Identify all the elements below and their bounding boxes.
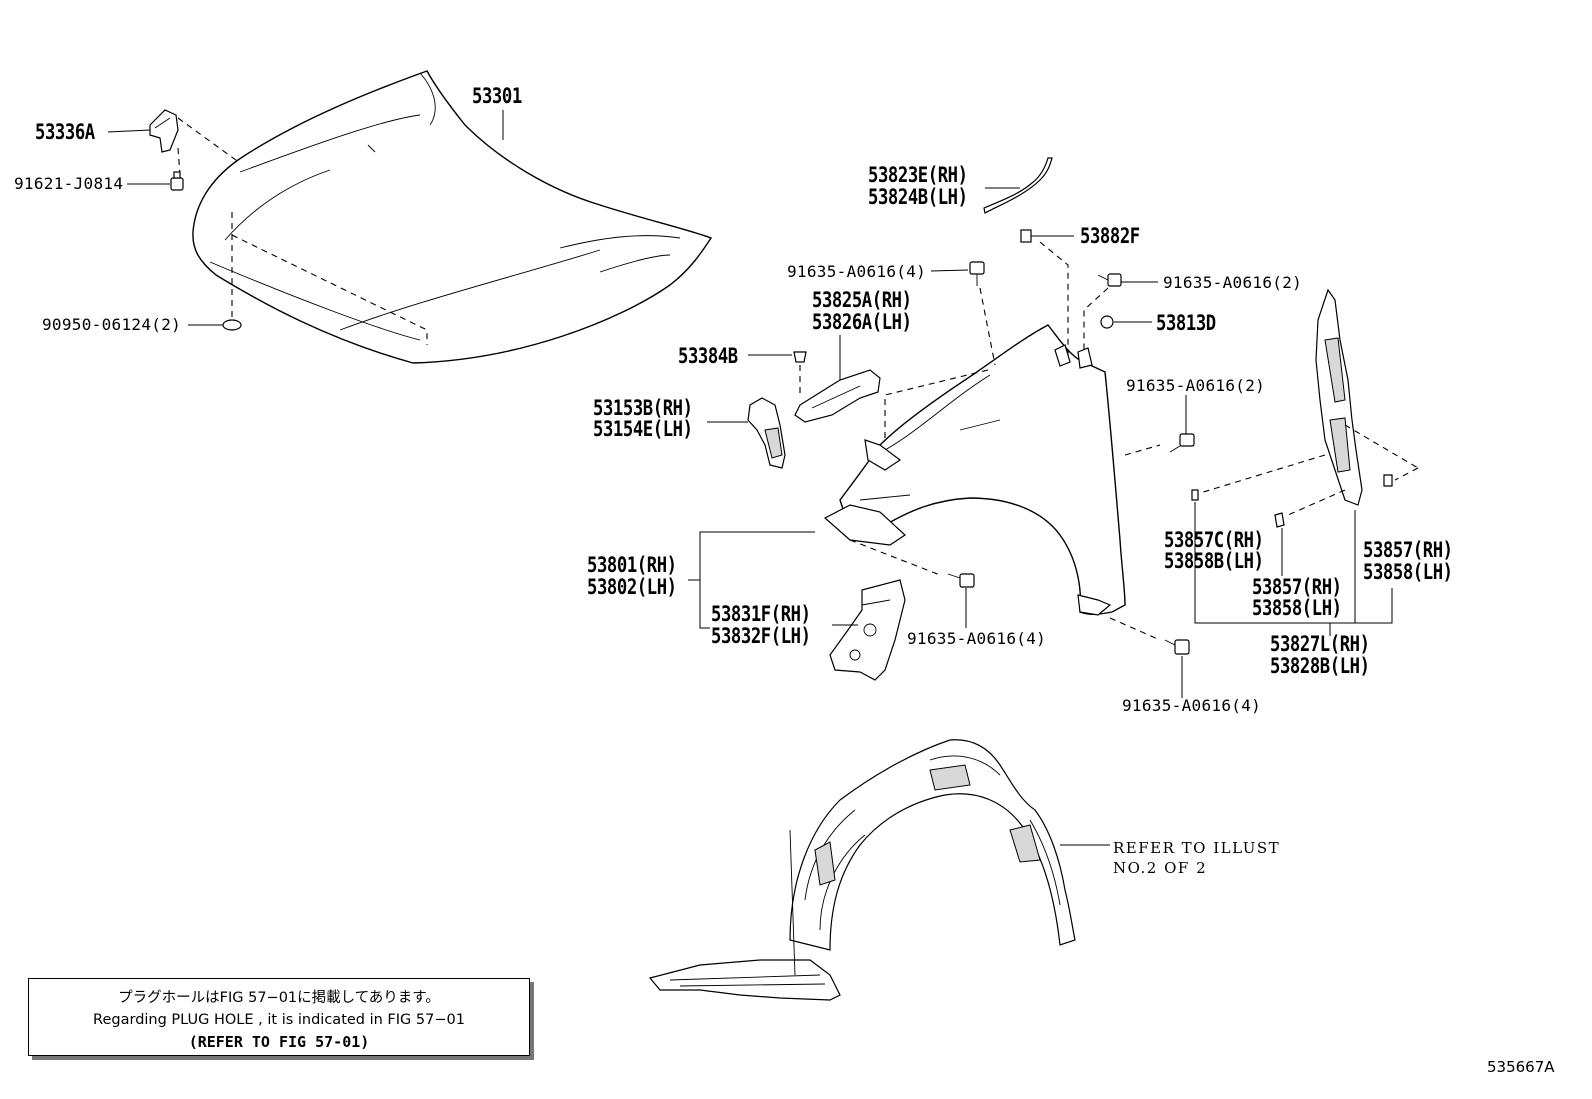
fender-seal-front	[747, 397, 786, 469]
refer-illust-line2: NO.2 OF 2	[1113, 859, 1208, 877]
part-label: 53336A	[35, 120, 95, 144]
part-label: 91635-A0616(2)	[1163, 273, 1303, 292]
seal-clip-b	[1274, 512, 1285, 528]
refer-illust-line1: REFER TO ILLUST	[1113, 839, 1281, 857]
part-label: 53858(LH)	[1363, 560, 1453, 584]
part-label: 53882F	[1080, 224, 1140, 248]
part-label: 91635-A0616(2)	[1126, 376, 1266, 395]
part-label: 53301	[472, 84, 522, 108]
part-label: 53832F(LH)	[711, 624, 811, 648]
hood-side-seal	[1315, 288, 1363, 506]
seal-clip-c	[1383, 474, 1393, 487]
part-label: 53824B(LH)	[868, 185, 968, 209]
fender-clip	[1020, 229, 1032, 243]
part-label: 53857(RH)	[1363, 538, 1453, 562]
part-label: 91635-A0616(4)	[1122, 696, 1262, 715]
notice-english: Regarding PLUG HOLE , it is indicated in…	[93, 1012, 465, 1028]
part-label: 90950-06124(2)	[42, 315, 182, 334]
front-fender-panel	[823, 324, 1126, 616]
hood-hinge-bracket	[149, 109, 179, 153]
notice-reference: (REFER TO FIG 57-01)	[188, 1033, 370, 1051]
part-label: 53801(RH)	[587, 553, 677, 577]
part-label: 53823E(RH)	[868, 163, 968, 187]
seal-clip-a	[1191, 489, 1199, 501]
fender-bolt-lower	[947, 573, 975, 588]
notice-japanese: プラグホールはFIG 57−01に掲載してあります。	[118, 990, 440, 1006]
part-label: 53827L(RH)	[1270, 632, 1370, 656]
fender-bolt-top-a	[969, 261, 985, 286]
fender-bracket-lower	[829, 579, 906, 681]
part-label: 91635-A0616(4)	[907, 629, 1047, 648]
part-label: 53154E(LH)	[593, 417, 693, 441]
hood-panel	[192, 70, 713, 364]
fender-liner	[648, 739, 1076, 1001]
fender-bracket-upper	[794, 369, 881, 423]
part-label: 53153B(RH)	[593, 396, 693, 420]
part-label: 91621-J0814	[14, 174, 124, 193]
fender-grommet	[1100, 315, 1114, 329]
fender-weatherstrip	[983, 157, 1053, 214]
part-label: 53858(LH)	[1252, 596, 1342, 620]
part-label: 53831F(RH)	[711, 602, 811, 626]
part-label: 53857C(RH)	[1164, 528, 1264, 552]
figure-number: 535667A	[1487, 1058, 1555, 1076]
part-label: 53384B	[678, 344, 738, 368]
fender-bolt-top-b	[1097, 273, 1122, 287]
part-label: 53826A(LH)	[812, 310, 912, 334]
fender-bolt-rear	[1164, 639, 1190, 655]
part-label: 53828B(LH)	[1270, 654, 1370, 678]
fender-clip-small	[793, 351, 807, 363]
plug-hole-cap	[222, 319, 242, 331]
part-label: 91635-A0616(4)	[787, 262, 927, 281]
part-label: 53825A(RH)	[812, 288, 912, 312]
part-label: 53813D	[1156, 311, 1216, 335]
part-label: 53802(LH)	[587, 575, 677, 599]
part-label: 53858B(LH)	[1164, 549, 1264, 573]
hood-bolt	[170, 171, 184, 191]
fender-bolt-side	[1169, 433, 1195, 453]
part-label: 53857(RH)	[1252, 575, 1342, 599]
plug-hole-notice: プラグホールはFIG 57−01に掲載してあります。 Regarding PLU…	[28, 978, 530, 1056]
